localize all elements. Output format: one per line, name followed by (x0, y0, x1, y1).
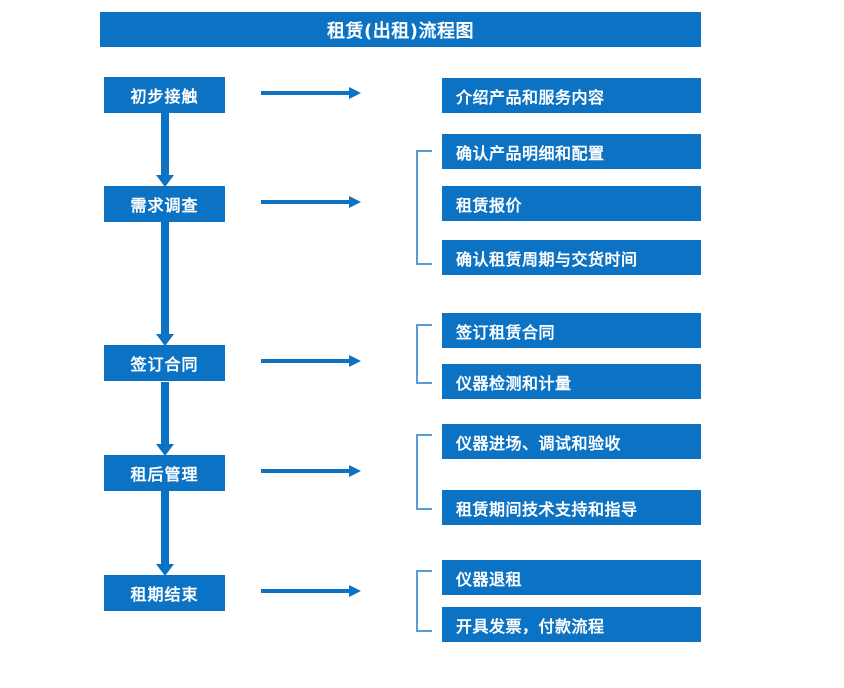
detail-box-5-2[interactable]: 开具发票，付款流程 (442, 607, 701, 642)
arrow-down-icon (156, 113, 174, 187)
stage-box-3[interactable]: 签订合同 (104, 345, 225, 381)
stage-box-5[interactable]: 租期结束 (104, 575, 225, 611)
arrow-right-icon (261, 196, 361, 208)
detail-box-2-1[interactable]: 确认产品明细和配置 (442, 134, 701, 169)
stage-box-2[interactable]: 需求调查 (104, 186, 225, 222)
page-title: 租赁(出租)流程图 (100, 12, 701, 47)
detail-box-2-3[interactable]: 确认租赁周期与交货时间 (442, 240, 701, 275)
detail-box-3-1[interactable]: 签订租赁合同 (442, 313, 701, 348)
arrow-right-icon (261, 355, 361, 367)
arrow-down-icon (156, 382, 174, 456)
group-bracket-4 (416, 434, 432, 510)
group-bracket-3 (416, 324, 432, 384)
stage-box-4[interactable]: 租后管理 (104, 455, 225, 491)
arrow-right-icon (261, 465, 361, 477)
group-bracket-2 (416, 150, 432, 265)
stage-box-1[interactable]: 初步接触 (104, 77, 225, 113)
detail-box-3-2[interactable]: 仪器检测和计量 (442, 364, 701, 399)
detail-box-1-1[interactable]: 介绍产品和服务内容 (442, 78, 701, 113)
arrow-right-icon (261, 87, 361, 99)
detail-box-2-2[interactable]: 租赁报价 (442, 186, 701, 221)
arrow-down-icon (156, 222, 174, 346)
detail-box-5-1[interactable]: 仪器退租 (442, 560, 701, 595)
detail-box-4-1[interactable]: 仪器进场、调试和验收 (442, 424, 701, 459)
arrow-right-icon (261, 585, 361, 597)
detail-box-4-2[interactable]: 租赁期间技术支持和指导 (442, 490, 701, 525)
group-bracket-5 (416, 570, 432, 632)
arrow-down-icon (156, 491, 174, 576)
